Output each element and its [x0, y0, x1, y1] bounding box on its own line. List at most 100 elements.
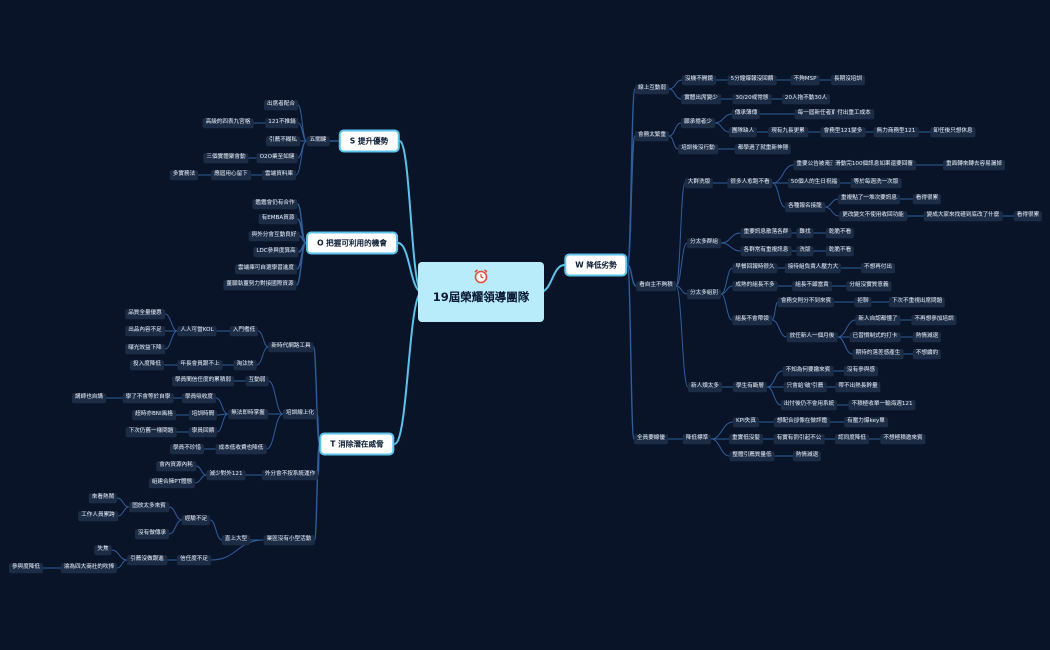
topic-node[interactable]: 雲端庫可自選學習進度 — [235, 264, 297, 274]
topic-node[interactable]: 出忖後仍不會用系統 — [780, 400, 838, 410]
topic-node[interactable]: 新時代網路工具 — [268, 342, 314, 352]
topic-node[interactable]: 傳承薄傳 — [731, 109, 761, 119]
topic-node[interactable]: 失焦 — [94, 545, 112, 555]
topic-node[interactable]: 雲端資料庫 — [262, 170, 296, 180]
topic-node[interactable]: 成熟的組長不多 — [732, 281, 778, 291]
topic-node[interactable]: 都學過了就重新神隱 — [734, 144, 792, 154]
topic-node[interactable]: 無法即時掌握 — [228, 409, 268, 419]
topic-node[interactable]: 30/20或常態 — [732, 94, 772, 104]
topic-node[interactable]: 超時亦BNI風格 — [132, 410, 176, 420]
topic-node[interactable]: 卸任後只想休息 — [930, 127, 976, 137]
topic-node[interactable]: 20人拖不動30人 — [781, 94, 831, 104]
topic-node[interactable]: 分太多組別 — [687, 289, 721, 299]
topic-node[interactable]: 學員吸收度 — [182, 393, 216, 403]
topic-node[interactable]: 出品內容不足 — [125, 326, 165, 336]
topic-node[interactable]: 減少對外121 — [206, 470, 246, 480]
topic-node[interactable]: 人人可當KOL — [177, 326, 217, 336]
topic-node[interactable]: 洗版 — [796, 246, 814, 256]
topic-node[interactable]: 新人煩太多 — [688, 382, 722, 392]
topic-node[interactable]: 學員間信任度的累積弱 — [172, 376, 234, 386]
topic-node[interactable]: 培訓線上化 — [283, 409, 317, 419]
topic-node[interactable]: 學員回饋 — [188, 427, 218, 437]
topic-node[interactable]: 與外分會互動良好 — [248, 231, 300, 241]
topic-node[interactable]: 拒聊 — [854, 297, 872, 307]
topic-node[interactable]: 新人自認都懂了 — [855, 315, 901, 325]
topic-node[interactable]: 品質全量優惠 — [125, 309, 165, 319]
topic-node[interactable]: 整體引薦質量低 — [729, 451, 775, 461]
topic-node[interactable]: 不夠MSP — [790, 75, 820, 85]
topic-node[interactable]: 直上大型 — [221, 535, 251, 545]
topic-node[interactable]: O2O業至如鏈 — [256, 153, 298, 163]
topic-node[interactable]: 年長會員跟不上 — [177, 360, 223, 370]
topic-node[interactable]: 淪為四大商社的吹捧 — [60, 563, 118, 573]
topic-node[interactable]: 有壓力爆key單 — [844, 417, 888, 427]
topic-node[interactable]: 五關鍵 — [306, 136, 330, 146]
topic-node[interactable]: 外分會不按系統運作 — [261, 470, 319, 480]
topic-node[interactable]: 團隊缺人 — [728, 127, 758, 137]
topic-node[interactable]: 互動弱 — [245, 376, 269, 386]
topic-node[interactable]: 看得很累 — [1013, 211, 1043, 221]
topic-node[interactable]: 只會給'破'引薦 — [783, 382, 827, 392]
topic-node[interactable]: 會務型121變多 — [820, 127, 866, 137]
topic-node[interactable]: 業區沒有小型活動 — [263, 535, 315, 545]
topic-node[interactable]: 不想極積邀來賓 — [880, 434, 926, 444]
topic-node[interactable]: 培訓後沒行動 — [678, 144, 718, 154]
topic-node[interactable]: 沒有參與感 — [844, 366, 878, 376]
topic-node[interactable]: 認同度降低 — [835, 434, 869, 444]
topic-node[interactable]: 多實務法 — [169, 170, 199, 180]
topic-node[interactable]: 已習慣制式的打卡 — [849, 332, 901, 342]
topic-node[interactable]: 下次仍舊一樣問題 — [125, 427, 177, 437]
topic-node[interactable]: 不想續約 — [912, 349, 942, 359]
topic-node[interactable]: 難找 — [796, 228, 814, 238]
topic-node[interactable]: 重實低沒髮 — [729, 434, 763, 444]
topic-node[interactable]: 沒機不開鏡 — [682, 75, 716, 85]
topic-node[interactable]: 三個實體聚會動 — [203, 153, 249, 163]
topic-node[interactable]: 不積極收單一輸海週121 — [848, 400, 916, 410]
topic-node[interactable]: 線上互動弱 — [635, 84, 669, 94]
topic-node[interactable]: 放任新人一個月後 — [786, 332, 838, 342]
topic-node[interactable]: 無力商務型121 — [873, 127, 919, 137]
topic-node[interactable]: 乾脆不看 — [825, 246, 855, 256]
topic-node[interactable]: 全員要線優 — [634, 434, 668, 444]
topic-node[interactable]: 有實有罰引起不公 — [773, 434, 825, 444]
topic-node[interactable]: 不知為何要繳來賓 — [782, 366, 834, 376]
topic-node[interactable]: 等於每週洗一次版 — [850, 178, 902, 188]
topic-node[interactable]: 很多人愈跑不看 — [727, 178, 773, 188]
topic-node[interactable]: 學了不會等於自學 — [122, 393, 174, 403]
topic-node[interactable]: 每一屆新任者更累 — [794, 109, 846, 119]
topic-node[interactable]: 引薦不糊私 — [266, 136, 300, 146]
topic-node[interactable]: 入門檻低 — [229, 326, 259, 336]
topic-node[interactable]: 早餐回報時很久 — [732, 263, 778, 273]
topic-node[interactable]: 組長不顧當責 — [792, 281, 832, 291]
topic-node[interactable]: 有EMBA資源 — [258, 214, 298, 224]
topic-node[interactable]: 參與度降低 — [9, 563, 43, 573]
topic-node[interactable]: 重要公告被淹沒 — [793, 160, 839, 170]
topic-node[interactable]: 固放太多來賓 — [129, 502, 169, 512]
topic-node[interactable]: 滑動完100個訊息如果還要回覆 — [832, 160, 916, 170]
topic-node[interactable]: 成本低收費也降低 — [215, 444, 267, 454]
topic-node[interactable]: 看得很累 — [912, 194, 942, 204]
topic-node[interactable]: 培訓時間 — [188, 410, 218, 420]
topic-node[interactable]: 曝光效益下降 — [125, 344, 165, 354]
topic-node[interactable]: 更改變文不使用收回功能 — [839, 211, 907, 221]
topic-node[interactable]: 變成大家來找碴到底改了什麼 — [923, 211, 1003, 221]
topic-node[interactable]: 不想再付出 — [861, 263, 895, 273]
topic-node[interactable]: LDC參與度算高 — [253, 247, 299, 257]
topic-node[interactable]: KPI失真 — [733, 417, 759, 427]
topic-node[interactable]: 長期沒培訓 — [831, 75, 865, 85]
topic-node[interactable]: 學生有斷層 — [733, 382, 767, 392]
topic-node[interactable]: 50個人的生日祝福 — [787, 178, 841, 188]
topic-node[interactable]: 應屆用心留下 — [211, 170, 251, 180]
topic-node[interactable]: 會務交則分不到來賓 — [777, 297, 835, 307]
topic-node[interactable]: 投入度降低 — [130, 360, 164, 370]
topic-node[interactable]: 引薦沒做跟進 — [127, 555, 167, 565]
topic-node[interactable]: 各種報名接龍 — [785, 202, 825, 212]
topic-node[interactable]: 經驗不足 — [181, 515, 211, 525]
topic-node[interactable]: 重要訊息散落各群 — [740, 228, 792, 238]
topic-node[interactable]: 帶不出熱長幹量 — [835, 382, 881, 392]
topic-node[interactable]: 淘汰快 — [233, 360, 257, 370]
topic-node[interactable]: 董願執董努力對接國際資源 — [223, 280, 297, 290]
topic-node[interactable]: 鑑鑑會仍有合作 — [252, 199, 298, 209]
topic-node[interactable]: 降低標準 — [682, 434, 712, 444]
topic-node[interactable]: 121不推銷 — [265, 118, 299, 128]
